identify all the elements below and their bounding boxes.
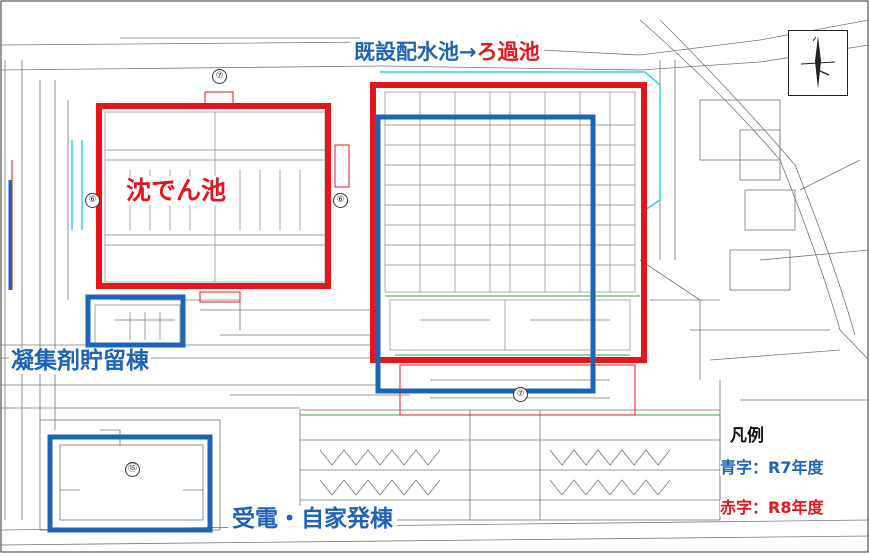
reservoir-outline — [375, 114, 596, 394]
marker-6-left: ⑥ — [85, 193, 100, 208]
cyan-pipes — [71, 71, 661, 230]
legend: 凡例 青字：R7年度 赤字：R8年度 — [720, 426, 842, 526]
legend-red-entry: 赤字：R8年度 — [720, 498, 824, 517]
filter-basin-outline — [370, 82, 647, 363]
marker-7-top: ⑦ — [212, 69, 227, 84]
label-existing-reservoir: 既設配水池 — [354, 40, 459, 64]
power-building-outline — [47, 434, 213, 533]
compass-box — [788, 30, 848, 96]
marker-6-right: ⑥ — [333, 193, 348, 208]
coagulant-building-outline — [85, 294, 186, 348]
legend-blue-entry: 青字：R7年度 — [720, 458, 824, 477]
power-building-linework — [59, 429, 204, 521]
marker-15: ⑮ — [125, 462, 140, 477]
label-title-reservoir-to-filter: 既設配水池→ろ過池 — [350, 40, 544, 65]
label-arrow: → — [459, 40, 477, 64]
label-filter-basin: ろ過池 — [476, 40, 540, 64]
label-coagulant-building: 凝集剤貯留棟 — [9, 348, 151, 374]
label-power-building: 受電・自家発棟 — [228, 506, 397, 533]
label-sedimentation-basin: 沈でん池 — [120, 176, 233, 205]
marker-7-mid: ⑦ — [513, 387, 528, 402]
legend-title: 凡例 — [730, 426, 764, 446]
north-arrow-icon — [800, 36, 836, 89]
